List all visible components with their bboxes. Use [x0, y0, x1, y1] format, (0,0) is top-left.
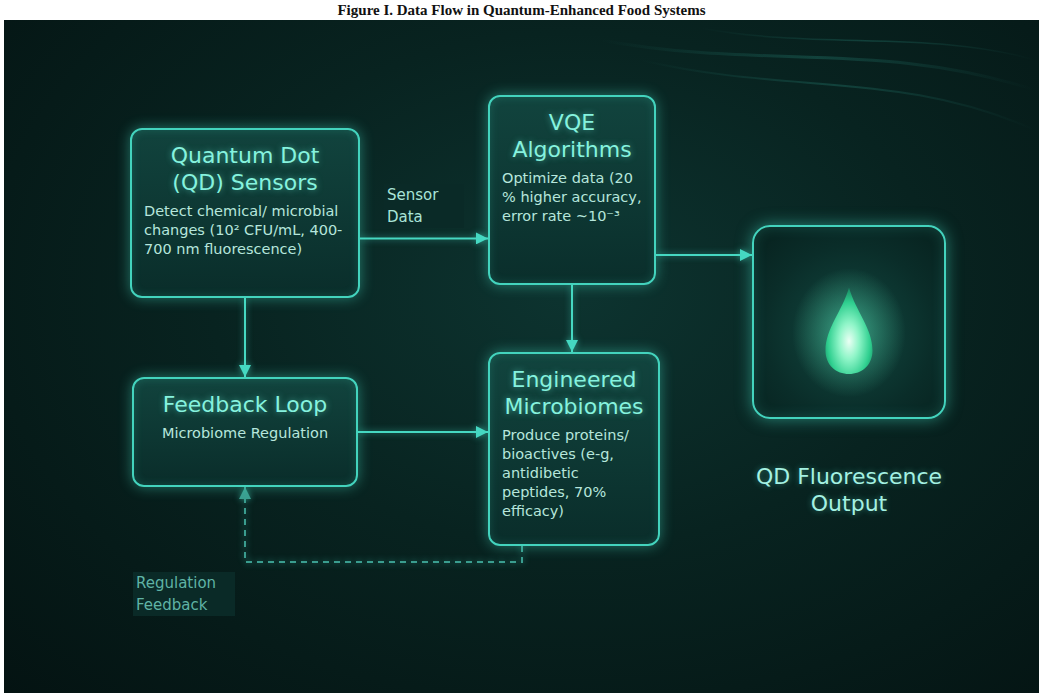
output-node: QD Fluorescence Output	[752, 225, 946, 517]
process-box: Engineered MicrobiomesProduce proteins/ …	[488, 352, 660, 546]
edge-label: Regulation Feedback	[133, 572, 235, 616]
box-heading: Quantum Dot (QD) Sensors	[144, 142, 346, 196]
drop-shape	[825, 288, 872, 374]
output-label: QD Fluorescence Output	[752, 463, 946, 517]
flow-arrow	[360, 237, 488, 239]
flow-arrow	[571, 285, 573, 352]
light-streak	[700, 28, 1035, 60]
process-box: Quantum Dot (QD) SensorsDetect chemical/…	[130, 128, 360, 298]
box-heading: VQE Algorithms	[502, 109, 642, 163]
flow-arrow	[656, 254, 752, 256]
box-body: Detect chemical/ microbial changes (10² …	[144, 202, 346, 259]
box-body: Microbiome Regulation	[146, 424, 344, 443]
light-streak	[640, 60, 1035, 130]
fluorescence-drop	[754, 227, 944, 417]
process-box: VQE AlgorithmsOptimize data (20 % higher…	[488, 95, 656, 285]
dashed-feedback-arrow	[245, 487, 522, 562]
process-box: Feedback LoopMicrobiome Regulation	[132, 377, 358, 487]
figure-title: Figure I. Data Flow in Quantum-Enhanced …	[0, 1, 1043, 19]
edge-label: Sensor Data	[384, 184, 464, 228]
box-body: Optimize data (20 % higher accuracy, err…	[502, 169, 642, 226]
box-heading: Engineered Microbiomes	[502, 366, 646, 420]
box-body: Produce proteins/ bioactives (e-g, antid…	[502, 426, 646, 521]
box-heading: Feedback Loop	[146, 391, 344, 418]
flow-arrow	[244, 298, 246, 377]
flow-arrow	[358, 431, 488, 433]
glow-halo	[792, 268, 906, 397]
output-square	[752, 225, 946, 419]
